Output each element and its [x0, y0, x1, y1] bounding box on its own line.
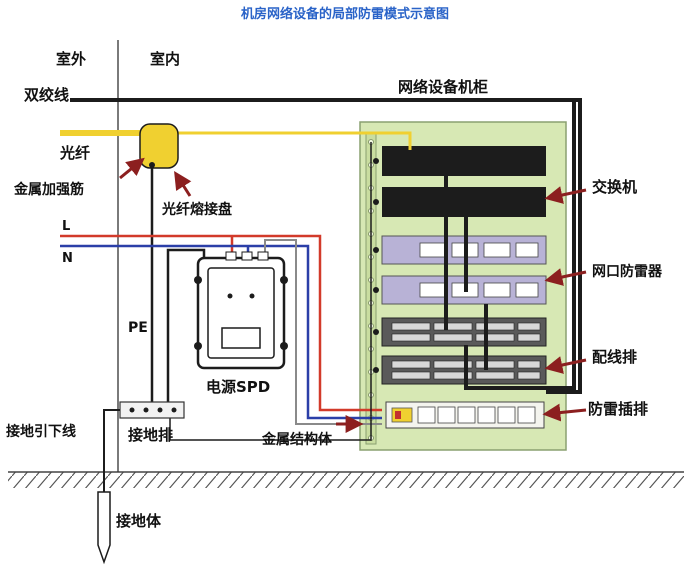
- switch-1: [382, 146, 546, 176]
- label-ground-downlead: 接地引下线: [6, 423, 76, 440]
- spd-corner-knobs: [194, 276, 288, 350]
- label-pe: PE: [128, 320, 148, 336]
- label-line-n: N: [62, 251, 73, 266]
- spd-indicator-1: [227, 293, 233, 299]
- label-surge-strip: 防雷插排: [588, 400, 648, 418]
- patch-panel-1: [381, 317, 547, 347]
- internal-cables: [444, 100, 576, 390]
- label-twisted-pair: 双绞线: [24, 86, 69, 104]
- label-fiber-splice-box: 光纤熔接盘: [161, 201, 232, 218]
- cabinet-ground-wire: [169, 142, 372, 441]
- arrester-ports: [419, 242, 539, 298]
- label-network-arrester: 网口防雷器: [592, 263, 663, 280]
- label-outdoor: 室外: [56, 50, 86, 68]
- spd-terminals: [225, 251, 269, 261]
- pointer-arrows: [119, 157, 587, 433]
- surge-strip-indicator: [395, 411, 401, 419]
- label-line-l: L: [62, 219, 70, 234]
- label-fiber: 光纤: [59, 144, 90, 162]
- fiber-cable-indoor: [178, 131, 412, 150]
- diagram-title: 机房网络设备的局部防雷模式示意图: [241, 6, 449, 22]
- twisted-pair-cable: [70, 98, 582, 394]
- ground-bar-bolts: [129, 407, 177, 413]
- patch-panel-ports: [391, 322, 541, 380]
- label-metal-structure: 金属结构体: [261, 431, 333, 448]
- label-switch: 交换机: [592, 178, 637, 196]
- label-ground-bar: 接地排: [128, 426, 173, 444]
- switch-2: [382, 187, 546, 217]
- label-metal-strength-member: 金属加强筋: [13, 181, 84, 198]
- spd-to-ground-bar: [166, 248, 206, 410]
- phase-line-l: [60, 234, 382, 412]
- equipment-ground-dots: [373, 158, 379, 373]
- surge-strip-sockets: [417, 406, 536, 424]
- label-power-spd: 电源SPD: [206, 378, 270, 396]
- label-network-cabinet: 网络设备机柜: [398, 78, 488, 96]
- ground-electrode: [97, 491, 111, 565]
- spd-window: [221, 327, 261, 349]
- label-patch-panel: 配线排: [592, 348, 637, 366]
- ground-hatch: [8, 472, 684, 488]
- spd-indicator-2: [249, 293, 255, 299]
- ground-downlead: [103, 409, 120, 500]
- fiber-splice-box: [139, 123, 179, 169]
- label-ground-electrode: 接地体: [116, 512, 162, 530]
- spd-ground-wire: [264, 239, 382, 425]
- label-indoor: 室内: [150, 50, 180, 68]
